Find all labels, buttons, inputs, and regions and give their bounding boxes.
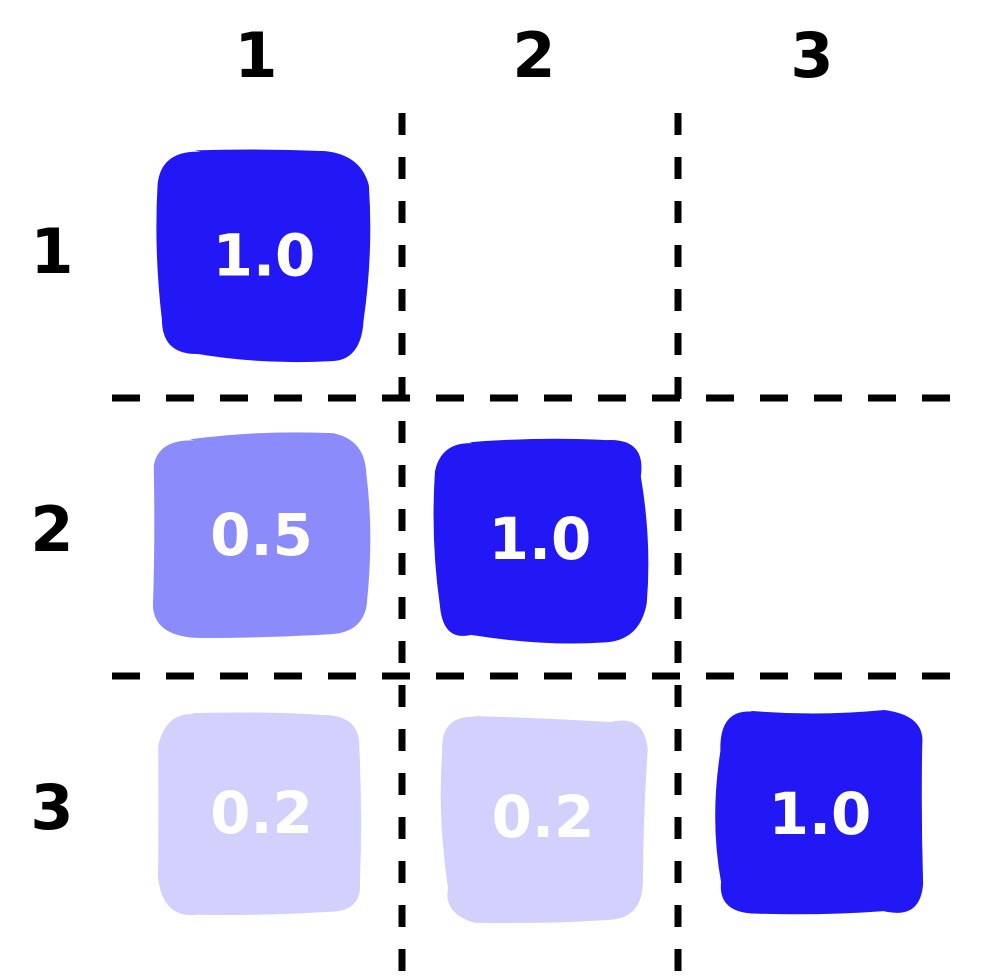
cell-value-r2-c1: 0.5	[210, 501, 313, 569]
cell-value-labels-group: 1.0 0.5 1.0 0.2 0.2 1.0	[210, 222, 871, 852]
heatmap-cells-group	[152, 149, 924, 924]
heatmap-cell-r3-c1[interactable]	[157, 712, 362, 916]
gridlines-group	[112, 113, 962, 976]
cell-value-r3-c1: 0.2	[210, 779, 313, 847]
cell-value-r1-c1: 1.0	[213, 222, 316, 290]
row-header-1: 1	[30, 215, 73, 288]
column-header-3: 3	[790, 19, 833, 92]
heatmap-cell-r3-c2[interactable]	[440, 716, 648, 924]
cell-value-r2-c2: 1.0	[489, 505, 592, 573]
column-header-2: 2	[512, 19, 555, 92]
row-header-3: 3	[30, 771, 73, 844]
row-header-2: 2	[30, 493, 73, 566]
heatmap-cell-r3-c3[interactable]	[715, 709, 924, 915]
heatmap-cell-r2-c1[interactable]	[152, 432, 371, 638]
cell-value-r3-c2: 0.2	[492, 783, 595, 851]
column-header-1: 1	[234, 19, 277, 92]
column-headers-group: 1 2 3	[234, 19, 833, 92]
heatmap-cell-r2-c2[interactable]	[433, 438, 649, 644]
cell-value-r3-c3: 1.0	[769, 780, 872, 848]
heatmap-cell-r1-c1[interactable]	[156, 149, 371, 363]
row-headers-group: 1 2 3	[30, 215, 73, 844]
